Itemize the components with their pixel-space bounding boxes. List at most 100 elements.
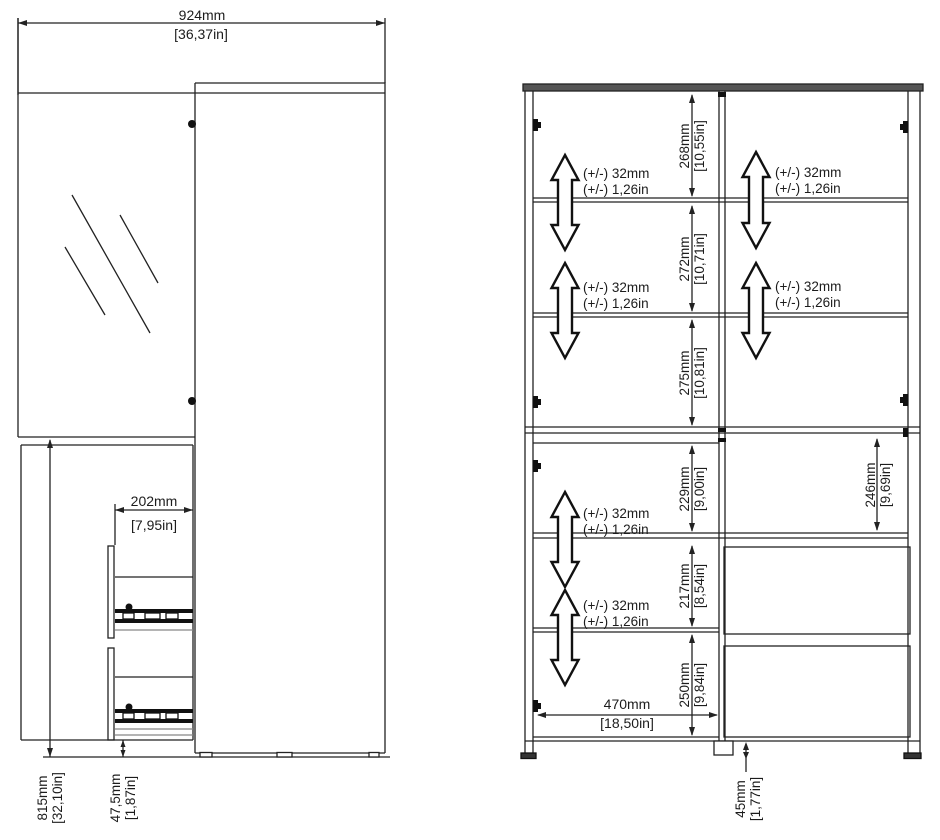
lower-height-label: 815mm [32,10in] [35,772,65,824]
foot-icon [199,751,213,758]
hinge-icon [188,120,196,128]
lower-height-mm: 815mm [35,775,50,821]
side-panels [520,91,922,760]
plinth-mm: 47,5mm [108,773,123,823]
shelf-adjust-arrow-icon [549,489,581,590]
adjust-in: (+/-) 1,26in [583,521,649,537]
dim-246-label: 246mm [9,69in] [863,462,893,507]
dim-45-label: 45mm [1,77in] [733,777,763,821]
dim-272-mm: 272mm [677,236,692,282]
adjust-label-1: (+/-) 32mm (+/-) 1,26in [583,166,649,197]
dim-250-mm: 250mm [677,662,692,708]
connector-icon [718,438,726,442]
dim-272-label: 272mm [10,71in] [677,233,707,285]
foot-icon [520,752,537,760]
dim-45-in: [1,77in] [748,776,763,822]
hinge-icon [900,121,908,133]
foot-icon [903,752,922,760]
inner-width-in-label: [18,50in] [600,715,654,731]
foot-icon [276,751,293,758]
connector-icon [718,428,726,432]
hinge-icon [533,460,541,472]
shelf-adjust-arrow-icon [740,149,772,251]
dim-229-mm: 229mm [677,466,692,512]
dim-arrow-right-icon [376,20,385,26]
adjust-in: (+/-) 1,26in [583,613,649,629]
adjust-in: (+/-) 1,26in [583,181,649,197]
dim-45-mm: 45mm [733,780,748,818]
adjust-mm: (+/-) 32mm [583,506,650,521]
dim-lower-height [47,439,53,757]
glass-door [17,18,196,438]
adjust-in: (+/-) 1,26in [583,295,649,311]
adjust-in: (+/-) 1,26in [775,294,841,310]
hinge-icon [903,428,908,437]
drawer-front-2 [723,645,911,738]
hinge-icon [188,397,196,405]
shelf-adjust-arrow-icon [549,152,581,253]
wardrobe-door [18,82,386,754]
dim-246-in: [9,69in] [878,462,893,508]
adjust-in: (+/-) 1,26in [775,180,841,196]
top-panel [522,83,924,92]
overall-width-in-label: [36,37in] [174,26,228,42]
adjust-label-2: (+/-) 32mm (+/-) 1,26in [775,165,841,196]
dim-275-label: 275mm [10,81in] [677,347,707,399]
floor-line [43,751,390,758]
shelf-adjust-arrow-icon [549,587,581,688]
shelf-adjust-arrow-icon [740,260,772,361]
connector-icon [718,92,726,97]
shelves [525,197,920,742]
adjust-label-6: (+/-) 32mm (+/-) 1,26in [583,598,649,629]
dim-275-mm: 275mm [677,350,692,396]
hinge-icon [533,119,541,131]
dim-250-in: [9,84in] [692,662,707,708]
dim-246-mm: 246mm [863,462,878,508]
adjust-mm: (+/-) 32mm [583,166,650,181]
dim-217-in: [8,54in] [692,563,707,609]
hinge-icon [900,394,908,406]
drawer-width-mm-label: 202mm [130,493,178,509]
adjust-mm: (+/-) 32mm [583,598,650,613]
lower-height-in: [32,10in] [50,772,65,824]
adjust-label-4: (+/-) 32mm (+/-) 1,26in [775,279,841,310]
plinth-in: [1,87in] [123,775,138,821]
adjust-label-3: (+/-) 32mm (+/-) 1,26in [583,280,649,311]
front-view-drawing [17,18,390,758]
drawer-slide-1 [107,545,193,639]
section-view-drawing [520,83,924,772]
dim-268-in: [10,55in] [692,120,707,172]
foot-icon [368,751,380,758]
dim-229-label: 229mm [9,00in] [677,466,707,511]
drawer-width-in-label: [7,95in] [131,517,177,533]
hinge-icon [533,396,541,408]
shelf-adjust-arrow-icon [549,260,581,361]
dim-217-mm: 217mm [677,563,692,609]
adjust-label-5: (+/-) 32mm (+/-) 1,26in [583,506,649,537]
plinth-label: 47,5mm [1,87in] [108,774,138,823]
dim-250-label: 250mm [9,84in] [677,662,707,707]
center-divider [718,91,726,741]
overall-width-mm-label: 924mm [178,7,226,23]
dim-275-in: [10,81in] [692,347,707,399]
dim-268-label: 268mm [10,55in] [677,120,707,172]
shelf-adjust-arrows [549,149,772,688]
adjust-mm: (+/-) 32mm [775,279,842,294]
adjust-mm: (+/-) 32mm [583,280,650,295]
hinge-icon [533,700,541,712]
hinges [533,119,908,712]
drawer-front-1 [723,546,911,635]
dim-arrow-left-icon [18,20,27,26]
center-foot [713,740,734,756]
glass-reflection-lines [64,194,159,334]
dim-plinth [120,740,126,757]
dim-268-mm: 268mm [677,123,692,169]
adjust-mm: (+/-) 32mm [775,165,842,180]
dim-drawer-width [114,504,193,545]
drawer-slide-2 [107,647,193,741]
lower-cabinet [20,444,194,741]
dim-229-in: [9,00in] [692,466,707,512]
dim-272-in: [10,71in] [692,233,707,285]
